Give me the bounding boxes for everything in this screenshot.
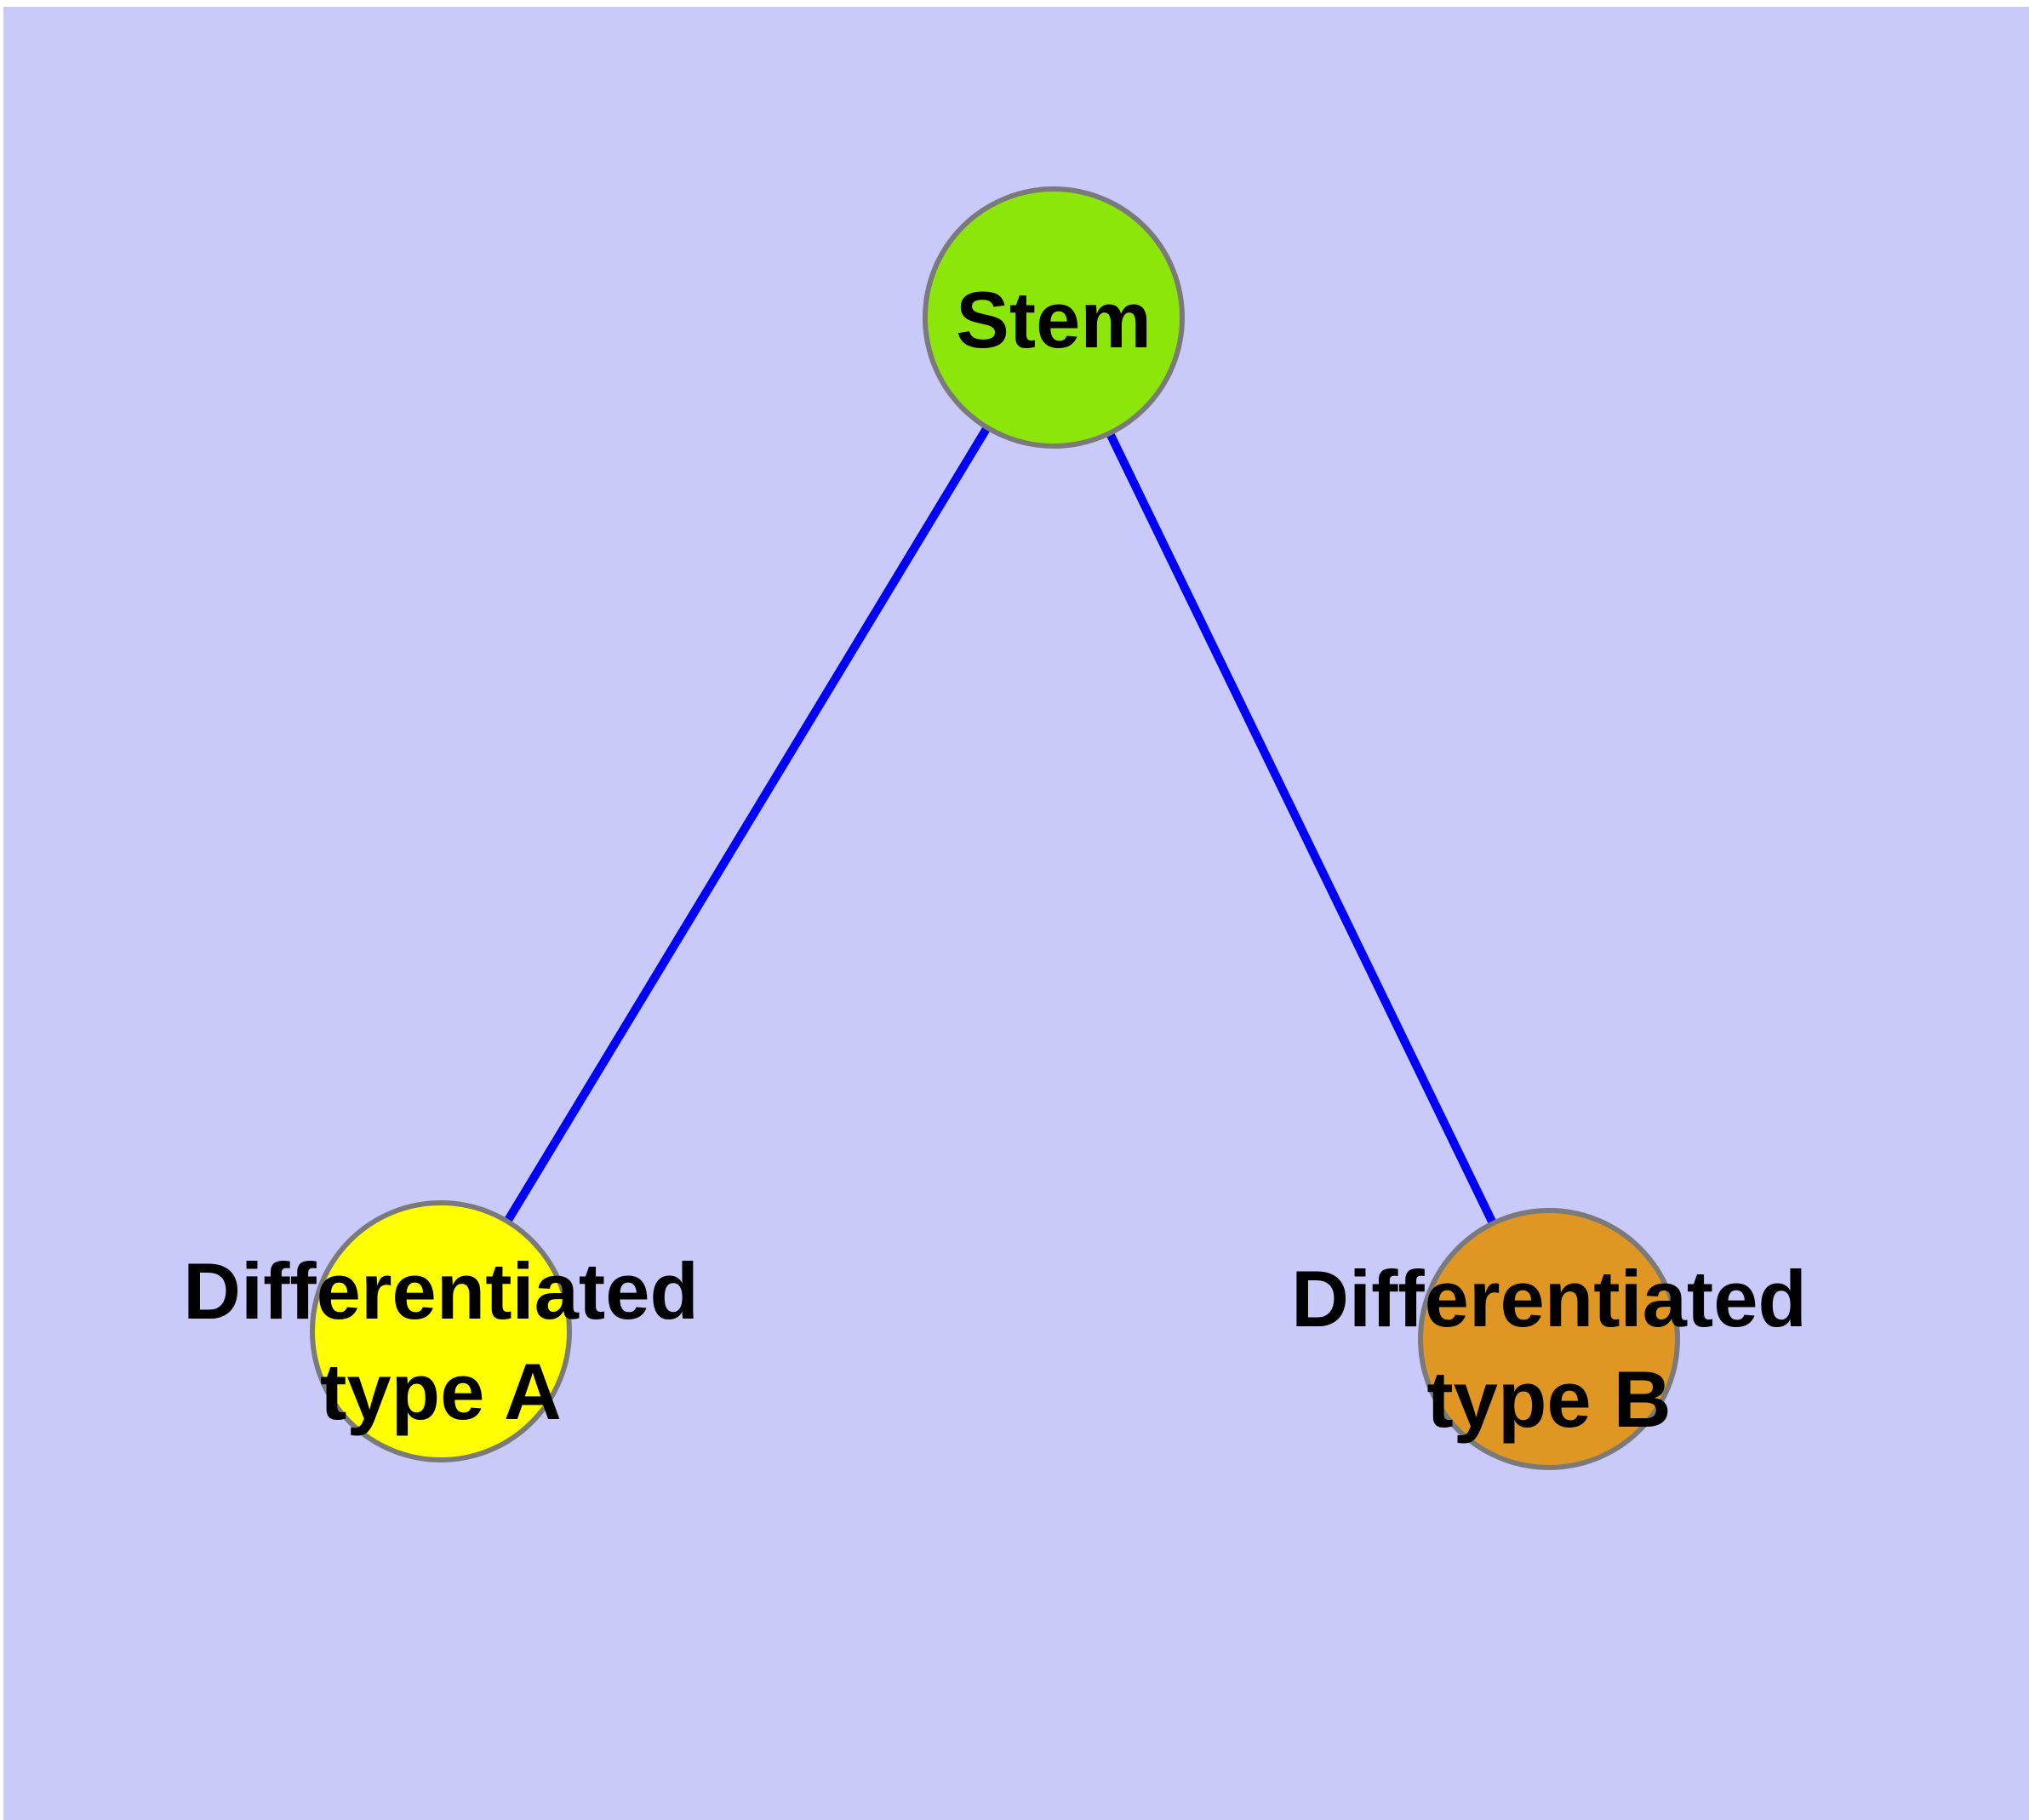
node-stem: Stem — [923, 186, 1185, 449]
node-stem-circle — [923, 186, 1185, 449]
node-type-b-circle — [1418, 1208, 1680, 1470]
edge-stem-to-type-b — [1049, 315, 1553, 1342]
node-type-b-label-line1: Differentiated — [1291, 1254, 1807, 1343]
edge-stem-to-type-a — [437, 315, 1058, 1334]
node-type-a-label-line2: type A — [320, 1347, 562, 1436]
node-type-a-circle — [310, 1200, 572, 1462]
node-differentiated-type-b: Differentiated type B — [1291, 1208, 1807, 1470]
node-differentiated-type-a: Differentiated type A — [183, 1200, 699, 1462]
node-type-b-label-line2: type B — [1426, 1354, 1671, 1444]
edge-group — [437, 315, 1553, 1342]
node-stem-label: Stem — [956, 275, 1152, 364]
node-type-a-label-line1: Differentiated — [183, 1246, 699, 1336]
